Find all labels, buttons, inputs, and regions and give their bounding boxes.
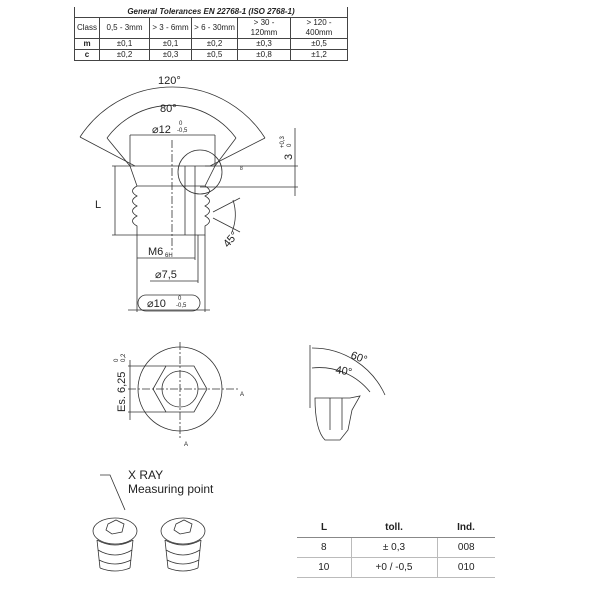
section-view: [309, 345, 386, 441]
height-3-tol-upper: +0,3: [280, 135, 286, 148]
dia-10-box: [137, 294, 201, 312]
section-mark-a: A: [240, 392, 244, 398]
cell: +0 / -0,5: [350, 557, 437, 578]
height-3-tol-lower: 0: [287, 143, 293, 147]
hex-tol-upper: 0: [114, 358, 120, 362]
section-mark-a: A: [184, 442, 188, 448]
cell: ±0,5: [191, 49, 239, 61]
length-table: L toll. Ind. 8 ± 0,3 008 10 +0 / -0,5 01…: [297, 518, 495, 578]
thread-label: M6: [148, 246, 163, 258]
table-row: c ±0,2 ±0,3 ±0,5 ±0,8 ±1,2: [73, 49, 349, 61]
header-cell: toll.: [351, 518, 437, 538]
angle-45-arc: [231, 199, 236, 233]
angle-80-arc: [106, 105, 237, 139]
length-label: L: [95, 199, 101, 211]
dia-12-tol-lower: -0,5: [177, 128, 188, 134]
cell: 10: [297, 557, 351, 578]
table-row: 10 +0 / -0,5 010: [297, 557, 495, 578]
measuring-point-label: Measuring point: [128, 482, 214, 496]
cell: 8: [297, 537, 351, 558]
detail-circle: [177, 149, 223, 195]
angle-60-label: 60°: [349, 350, 369, 367]
angle-80-label: 80°: [160, 103, 177, 115]
dia-7-5-label: ⌀7,5: [155, 269, 177, 281]
height-3-label: 3: [283, 154, 295, 160]
dia-10-tol-upper: 0: [178, 296, 182, 302]
cell: 008: [436, 537, 495, 558]
header-cell: L: [297, 518, 351, 538]
side-view: [79, 86, 298, 312]
top-view: [128, 342, 240, 440]
chamfer-label: 8: [240, 166, 243, 172]
insert-head: [129, 165, 216, 187]
dia-12-tol-upper: 0: [179, 121, 183, 127]
dia-12-label: ⌀12: [152, 124, 171, 136]
header-cell: Ind.: [437, 518, 495, 538]
table-header-row: L toll. Ind.: [297, 518, 495, 538]
insert-thread-body: [132, 185, 210, 236]
cell: 010: [436, 557, 495, 578]
hex-tol-lower: 0,2: [121, 353, 127, 362]
angle-120-arc: [79, 86, 266, 139]
xray-label: X RAY: [128, 468, 163, 482]
cell: c: [73, 49, 101, 61]
general-tolerances-table: General Tolerances EN 22768-1 (ISO 2768-…: [73, 7, 349, 61]
cell: ± 0,3: [350, 537, 437, 558]
dia-10-label: ⌀10: [147, 298, 166, 310]
angle-45-label: 45°: [221, 229, 241, 249]
angle-40-label: 40°: [334, 364, 352, 379]
angle-120-label: 120°: [158, 75, 181, 87]
isometric-view: [92, 474, 206, 572]
table-row: m ±0,1 ±0,1 ±0,2 ±0,3 ±0,5: [73, 38, 349, 50]
thread-class-label: 6H: [165, 253, 173, 259]
dia-10-tol-lower: -0,5: [176, 303, 187, 309]
cell: ±0,2: [99, 49, 151, 61]
hex-size-label: Es. 6,25: [116, 372, 128, 412]
table-row: 8 ± 0,3 008: [297, 537, 495, 558]
cell: ±1,2: [290, 49, 349, 61]
